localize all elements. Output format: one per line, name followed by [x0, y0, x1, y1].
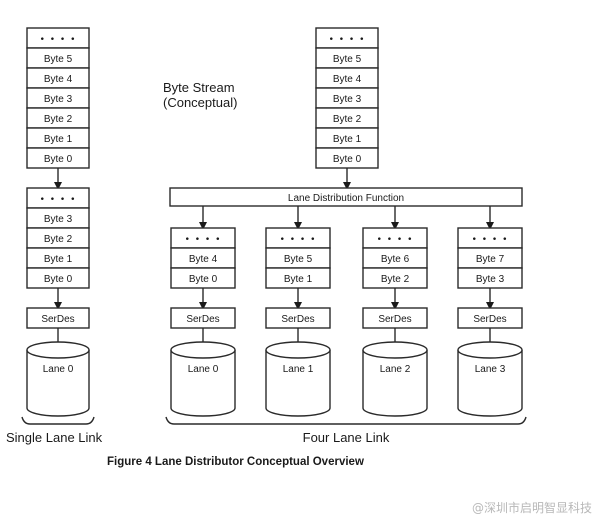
byte-cell: Byte 1 — [333, 134, 362, 145]
serdes-label: SerDes — [378, 314, 411, 325]
byte-cell: Byte 3 — [44, 94, 73, 105]
byte-cell: Byte 4 — [189, 254, 218, 265]
byte-cell: Byte 4 — [44, 74, 73, 85]
four-lane-stream-top: • • • • Byte 5 Byte 4 Byte 3 Byte 2 Byte… — [315, 27, 379, 169]
byte-cell: Byte 1 — [44, 254, 73, 265]
byte-cell: Byte 2 — [333, 114, 362, 125]
lane-label: Lane 2 — [380, 364, 411, 375]
byte-cell: Byte 1 — [44, 134, 73, 145]
serdes-label: SerDes — [281, 314, 314, 325]
byte-cell: Byte 0 — [333, 154, 362, 165]
byte-stream-label: Byte Stream — [163, 80, 235, 95]
single-lane-label: Single Lane Link — [6, 430, 103, 445]
byte-cell: Byte 0 — [189, 274, 218, 285]
single-lane-bracket — [21, 416, 95, 425]
byte-cell: Byte 2 — [44, 114, 73, 125]
single-lane-cylinder: Lane 0 — [26, 341, 90, 417]
single-lane-stream-bottom: • • • • Byte 3 Byte 2 Byte 1 Byte 0 — [26, 187, 90, 289]
single-serdes-box: SerDes — [26, 307, 90, 329]
byte-cell: Byte 4 — [333, 74, 362, 85]
serdes-label: SerDes — [473, 314, 506, 325]
byte-cell: Byte 3 — [44, 214, 73, 225]
stream-dots: • • • • — [40, 35, 77, 45]
stream-dots: • • • • — [280, 235, 317, 245]
lane-distribution-label: Lane Distribution Function — [288, 193, 404, 204]
lane-label: Lane 0 — [188, 364, 219, 375]
byte-stream-sublabel: (Conceptual) — [163, 95, 237, 110]
stream-dots: • • • • — [377, 235, 414, 245]
lane-column-0: • • • • Byte 4 Byte 0 SerDes Lane 0 — [170, 206, 236, 417]
figure-caption: Figure 4 Lane Distributor Conceptual Ove… — [107, 456, 364, 468]
lane-distribution-box: Lane Distribution Function — [169, 187, 523, 207]
byte-cell: Byte 7 — [476, 254, 505, 265]
stream-dots: • • • • — [40, 195, 77, 205]
byte-cell: Byte 3 — [333, 94, 362, 105]
byte-cell: Byte 3 — [476, 274, 505, 285]
stream-dots: • • • • — [185, 235, 222, 245]
byte-cell: Byte 2 — [381, 274, 410, 285]
serdes-label: SerDes — [186, 314, 219, 325]
stream-dots: • • • • — [472, 235, 509, 245]
lane-label: Lane 1 — [283, 364, 314, 375]
four-lane-bracket — [165, 416, 527, 425]
byte-cell: Byte 0 — [44, 274, 73, 285]
byte-cell: Byte 0 — [44, 154, 73, 165]
byte-cell: Byte 5 — [284, 254, 313, 265]
byte-cell: Byte 5 — [333, 54, 362, 65]
lane-column-3: • • • • Byte 7 Byte 3 SerDes Lane 3 — [457, 206, 523, 417]
lane-column-1: • • • • Byte 5 Byte 1 SerDes Lane 1 — [265, 206, 331, 417]
byte-cell: Byte 1 — [284, 274, 313, 285]
lane-column-2: • • • • Byte 6 Byte 2 SerDes Lane 2 — [362, 206, 428, 417]
lane-label: Lane 0 — [43, 364, 74, 375]
watermark: @深圳市启明智显科技 — [472, 500, 592, 515]
byte-cell: Byte 6 — [381, 254, 410, 265]
single-lane-stream-top: • • • • Byte 5 Byte 4 Byte 3 Byte 2 Byte… — [26, 27, 90, 169]
stream-dots: • • • • — [329, 35, 366, 45]
four-lane-label: Four Lane Link — [303, 430, 390, 445]
byte-cell: Byte 5 — [44, 54, 73, 65]
lane-label: Lane 3 — [475, 364, 506, 375]
byte-cell: Byte 2 — [44, 234, 73, 245]
serdes-label: SerDes — [41, 314, 74, 325]
